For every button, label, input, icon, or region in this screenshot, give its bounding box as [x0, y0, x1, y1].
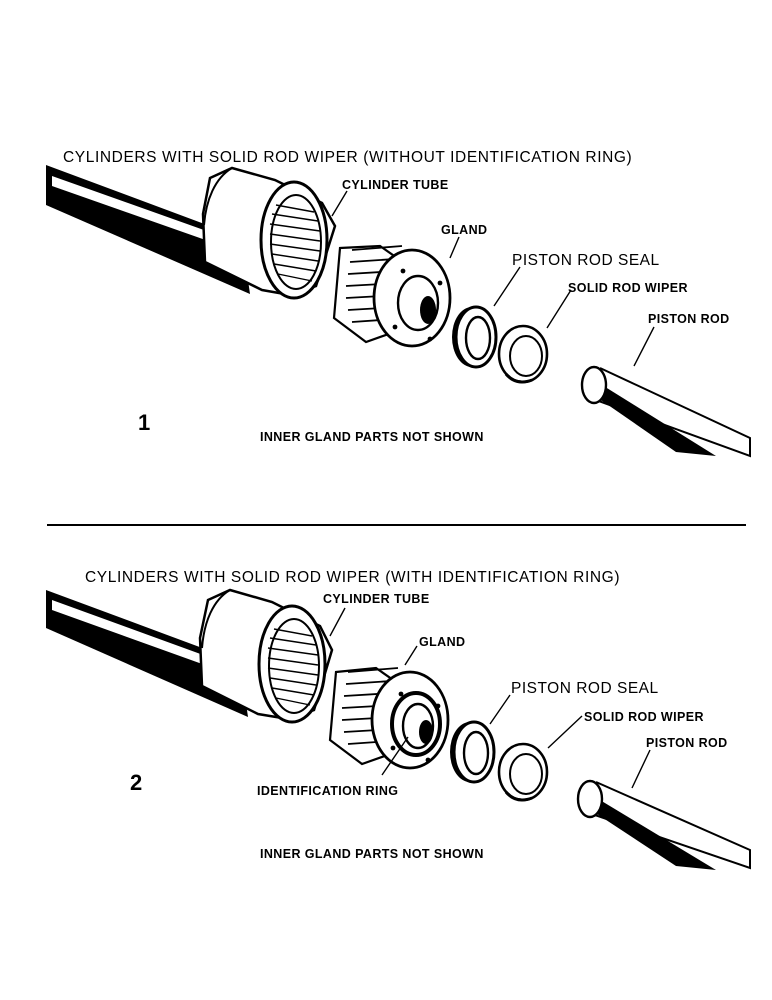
diagram-1-label-piston-rod: PISTON ROD	[648, 312, 730, 326]
diagram-1-label-gland: GLAND	[441, 223, 487, 237]
diagram-2: CYLINDERS WITH SOLID ROD WIPER (WITH IDE…	[46, 569, 751, 870]
diagram-2-title: CYLINDERS WITH SOLID ROD WIPER (WITH IDE…	[85, 569, 620, 586]
diagram-2-number: 2	[130, 770, 142, 795]
diagram-2-gland	[328, 666, 450, 770]
diagram-2-solid-rod-wiper	[497, 742, 549, 802]
diagram-1-label-piston-rod-seal: PISTON ROD SEAL	[512, 252, 660, 269]
diagram-2-label-piston-rod: PISTON ROD	[646, 736, 728, 750]
diagram-1-solid-rod-wiper	[497, 324, 549, 384]
diagram-2-label-piston-rod-seal: PISTON ROD SEAL	[511, 680, 659, 697]
diagram-2-label-cylinder-tube: CYLINDER TUBE	[323, 592, 430, 606]
diagram-1-title: CYLINDERS WITH SOLID ROD WIPER (WITHOUT …	[63, 149, 632, 166]
diagram-2-piston-rod-seal	[450, 720, 496, 784]
diagram-1-note: INNER GLAND PARTS NOT SHOWN	[260, 430, 484, 444]
diagram-1-cylinder-tube	[46, 165, 337, 300]
diagram-1-piston-rod-seal	[452, 305, 498, 369]
diagram-1: CYLINDERS WITH SOLID ROD WIPER (WITHOUT …	[46, 149, 751, 458]
diagram-2-piston-rod	[576, 779, 751, 870]
diagram-2-note: INNER GLAND PARTS NOT SHOWN	[260, 847, 484, 861]
diagram-2-label-solid-rod-wiper: SOLID ROD WIPER	[584, 710, 704, 724]
diagram-2-label-identification-ring: IDENTIFICATION RING	[257, 784, 398, 798]
diagram-1-piston-rod	[580, 365, 751, 458]
diagram-2-label-gland: GLAND	[419, 635, 465, 649]
diagram-2-cylinder-tube	[46, 588, 334, 724]
diagram-1-gland	[332, 244, 452, 348]
diagram-1-label-cylinder-tube: CYLINDER TUBE	[342, 178, 449, 192]
diagram-1-number: 1	[138, 410, 150, 435]
diagram-1-label-solid-rod-wiper: SOLID ROD WIPER	[568, 281, 688, 295]
